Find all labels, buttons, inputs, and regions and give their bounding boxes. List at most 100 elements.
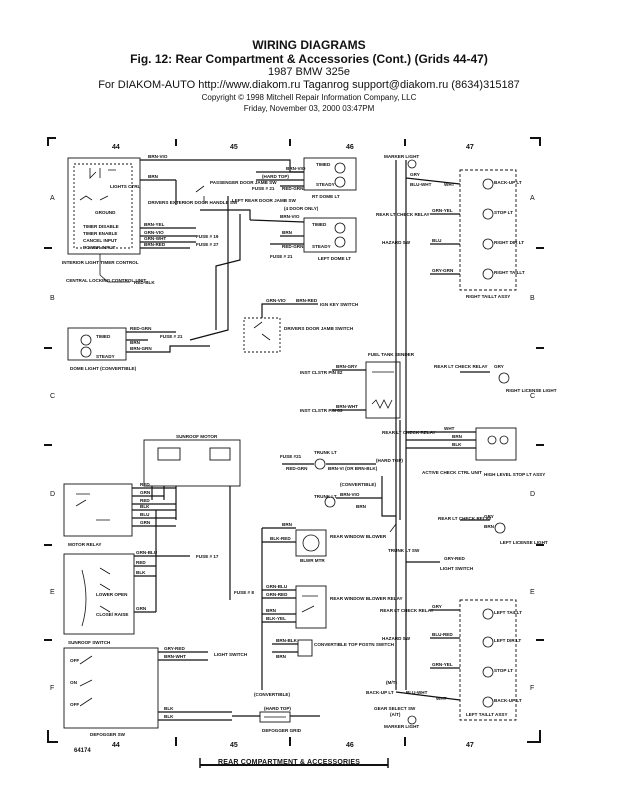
dome-light-convertible: TIMED STEADY DOME LIGHT (CONVERTIBLE) [67,327,137,371]
hazard-sw-label-a: HAZARD SW [382,240,411,245]
drivers-jamb-label: DRIVERS DOOR JAMB SWITCH [284,326,354,331]
mt-label: (M/T) [386,680,397,685]
defogger-switch: OFF ON OFF DEFOGGER SW [63,647,159,737]
light-switch-label-b: LIGHT SWITCH [214,652,248,657]
diagram-frame [44,137,544,768]
gear-sw-label: GEAR SELECT SW [374,706,416,711]
conv-dome-timed: TIMED [96,334,111,339]
wire-gry-2: GRY [484,514,494,519]
defogger-grid-label: DEFOGGER GRID [262,728,302,733]
wire-grn-wht-1: GRN-WHT [144,236,166,241]
backup-lt-label-2: BACK-UP LT [494,698,522,703]
fuse-27-label: FUSE # 27 [196,242,219,247]
wire-brn-1b: BRN [282,230,293,235]
wire-blk-2: BLK [140,504,150,509]
hard-top-label-a: (HARD TOP) [262,174,289,179]
wire-wht-red-1: WHT [444,426,455,431]
sunroof-switch: LOWER OPEN CLOSE/ RAISE SUNROOF SWITCH [63,553,135,645]
sunroof-motor-label: SUNROOF MOTOR [176,434,218,439]
four-door-label: (4 DOOR ONLY) [284,206,319,211]
date-line: Friday, November 03, 2000 03:47PM [243,104,375,113]
wire-brn-red-2: BRN-RED [296,298,318,303]
rt-dome-steady: STEADY [316,182,335,187]
left-dome-light: TIMED STEADY LEFT DOME LT [303,217,357,261]
fuse-19-label: FUSE # 19 [196,234,219,239]
drivers-exterior-label: DRIVERS EXTERIOR DOOR HANDLE SW [148,200,238,205]
left-dir-label: LEFT DIR LT [494,638,521,643]
hard-top-label-c: (HARD TOP) [264,706,291,711]
fuse-8-label: FUSE # 8 [234,590,254,595]
wire-brn-2: BRN [452,434,463,439]
wire-blk-1: BLK [452,442,462,447]
wire-brn-wht-2: BRN-WHT [164,654,186,659]
vehicle-model: 1987 BMW 325e [268,66,350,78]
convertible-label-b: (CONVERTIBLE) [254,692,290,697]
wire-gry-blk-2: GRY [432,604,442,609]
wire-brn-vio-3: BRN-VIO [280,214,300,219]
marker-light-label-b: MARKER LIGHT [384,724,419,729]
grid-row-c-right: C [530,393,535,400]
wire-gry-red-2: GRY-RED [164,646,185,651]
figure-caption: Fig. 12: Rear Compartment & Accessories … [130,52,488,66]
wire-blk-3: BLK [136,570,146,575]
left-taillt-assy-label: LEFT TAILLT ASSY [466,712,508,717]
wire-grn-red-1: GRN-RED [266,592,288,597]
wire-brn-vi-label: BRN-VI (OR BRN-BLK) [328,466,378,471]
right-dir-label: RIGHT DIR LT [494,240,524,245]
conv-top-label: CONVERTIBLE TOP POSTN SWITCH [314,642,395,647]
wire-gry-blk-1: GRY [494,364,504,369]
wire-brn-6: BRN [266,608,277,613]
wire-red-grn-3: RED-GRN [130,326,152,331]
wire-red-2: RED [140,498,150,503]
wire-blu-blk-1: BLU [432,238,442,243]
cancel-input-label: CANCEL INPUT [83,238,117,243]
wire-brn-wht-1: BRN-WHT [336,404,358,409]
wire-blu-wht-2: BLU-WHT [406,690,428,695]
wire-gry-1: GRY [410,172,420,177]
lower-open-label: LOWER OPEN [96,592,128,597]
stop-lt-label: STOP LT [494,210,513,215]
wire-wht-2: WHT [436,696,447,701]
left-taillt-label: LEFT TAILLT [494,610,522,615]
rear-lt-check-label-d: REAR LT CHECK RELAY [438,516,492,521]
wire-brn-grn-1: BRN-GRN [130,346,152,351]
grid-row-b-right: B [530,295,535,302]
high-level-label: HIGH LEVEL STOP LT ASSY [484,472,545,477]
ground-label: GROUND [95,210,116,215]
motor-relay-label: MOTOR RELAY [68,542,101,547]
defogger-sw-label: DEFOGGER SW [90,732,126,737]
trunk-lt-sw-label: TRUNK LT SW [388,548,420,553]
rear-lt-check-label-c: REAR LT CHECK RELAY [382,430,436,435]
wire-grn-yel-2: GRN-YEL [432,662,453,667]
wire-grn-vio-2: GRN-VIO [266,298,286,303]
wire-blu-1: BLU [140,512,150,517]
wire-grn-vio-1: GRN-VIO [144,230,164,235]
wire-red-3: RED [136,560,146,565]
interior-light-timer: LIGHTS CTRL GROUND TIMER DISABLE TIMER E… [62,157,141,265]
wire-brn-gry-1: BRN-GRY [336,364,357,369]
wire-red-1: RED [140,482,150,487]
grid-row-a-right: A [530,195,535,202]
wire-brn-blk-1: BRN-BLK [276,638,298,643]
wire-brn-1c: BRN [130,340,141,345]
high-level-stop-lt: HIGH LEVEL STOP LT ASSY [475,427,545,477]
passenger-jamb-label: PASSENGER DOOR JAMB SW [210,180,277,185]
rear-lt-check-label-e: REAR LT CHECK RELAY [380,608,434,613]
wire-red-grn-2: RED-GRN [282,244,304,249]
passenger-door-jamb-switch: PASSENGER DOOR JAMB SW [195,180,277,204]
grid-row-d: D [50,491,55,498]
wire-blu-red-1: BLU-RED [432,632,453,637]
trunk-lt-alt: TRUNK LT [314,494,337,508]
contact-line: For DIAKOM-AUTO http://www.diakom.ru Tag… [98,79,520,91]
right-taillt-label: RIGHT TAILLT [494,270,525,275]
defog-on-label: ON [70,680,78,685]
wire-brn-yel-1: BRN-YEL [144,222,165,227]
right-taillt-assy-label: RIGHT TAILLT ASSY [466,294,510,299]
grid-col-47: 47 [466,144,474,151]
wire-brn-1: BRN [148,174,159,179]
backup-lt-label-3: BACK-UP LT [366,690,394,695]
motor-relay: MOTOR RELAY [63,483,133,547]
grid-row-d-right: D [530,491,535,498]
close-raise-label: CLOSE/ RAISE [96,612,128,617]
trunk-light: TRUNK LT [314,450,337,470]
